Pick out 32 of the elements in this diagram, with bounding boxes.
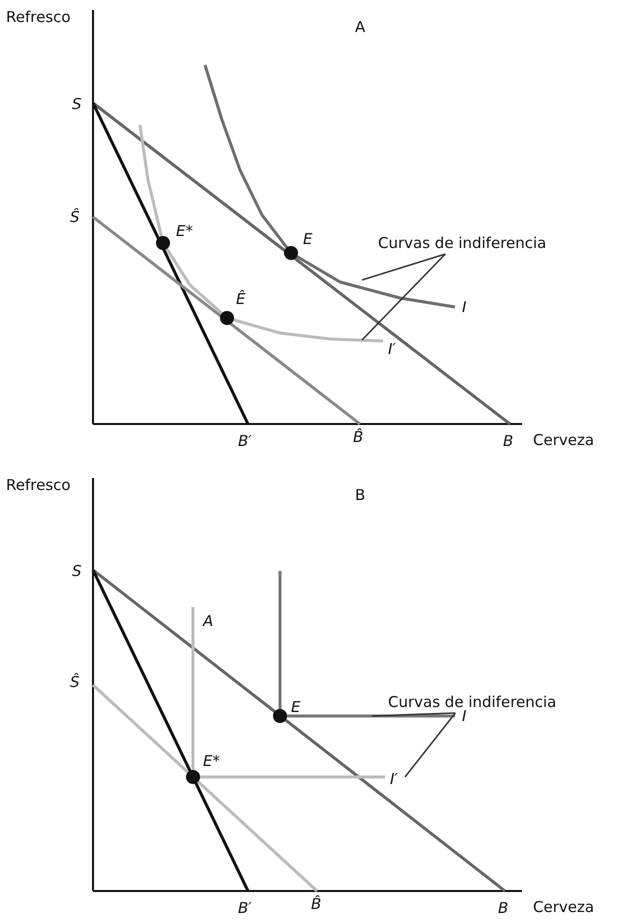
curve-label: I′	[388, 340, 396, 358]
point-label: E	[303, 230, 312, 248]
intercept-label: Ŝ	[70, 208, 80, 226]
indifference-curve	[204, 64, 456, 308]
intercept-label: B	[498, 899, 508, 917]
panel-label: B	[355, 486, 366, 504]
axis-label: Cerveza	[533, 898, 594, 916]
intercept-label: S	[72, 95, 82, 113]
axis-label: Refresco	[6, 476, 71, 494]
leader-line	[362, 253, 446, 281]
axis-label: Cerveza	[533, 431, 594, 449]
point-label: E	[291, 698, 300, 716]
intercept-label: B̂	[353, 428, 364, 446]
leader-line	[372, 712, 456, 717]
curve-label: I′	[390, 770, 398, 788]
axis-label: Refresco	[6, 8, 71, 26]
point-label: E*	[176, 222, 193, 240]
intercept-label: B′	[238, 899, 252, 917]
intercept-label: Ŝ	[70, 673, 80, 691]
curve-label: I	[462, 298, 466, 316]
intercept-label: B′	[238, 432, 252, 450]
intercept-label: S	[72, 562, 82, 580]
point-label: A	[203, 612, 214, 630]
intercept-label: B̂	[311, 895, 322, 913]
intercept-label: B	[503, 432, 514, 450]
point-label: Ê	[236, 290, 246, 308]
point-label: E*	[203, 752, 220, 770]
panel-label: A	[355, 18, 366, 36]
leader-line	[361, 253, 446, 341]
indifference-curve	[192, 607, 385, 778]
curve-caption: Curvas de indiferencia	[378, 234, 546, 252]
leader-line	[404, 712, 456, 778]
